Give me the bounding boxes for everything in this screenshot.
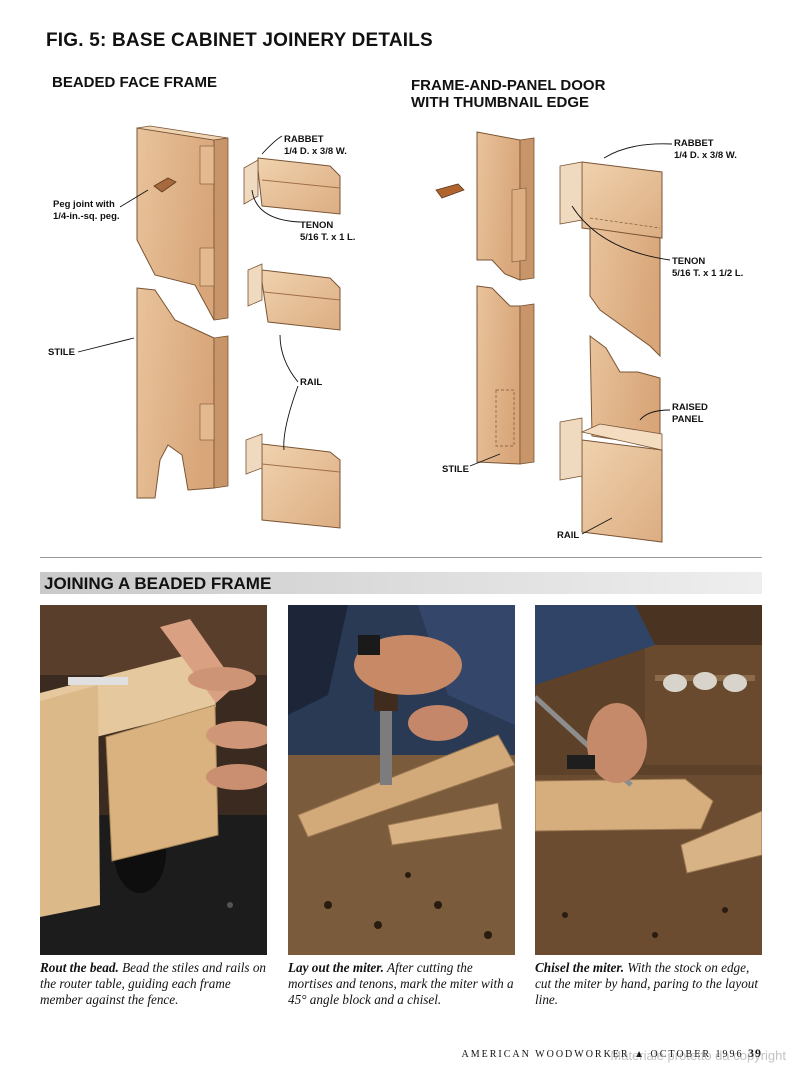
left-rail-bottom — [245, 433, 341, 529]
caption-body: With the stock on edge, cut the miter by… — [535, 960, 759, 1007]
left-peg — [153, 177, 177, 193]
left-rail-middle — [247, 263, 341, 331]
right-stile-lower — [476, 285, 535, 465]
caption-rout-bead: Rout the bead. Bead the stiles and rails… — [40, 960, 272, 1008]
panel-label: PANEL — [672, 414, 704, 425]
caption-body: Bead the stiles and rails on the router … — [40, 960, 267, 1007]
right-raised-panel — [589, 334, 661, 447]
caption-lead: Lay out the miter. — [288, 960, 384, 975]
right-stile-label: STILE — [442, 464, 469, 475]
left-tenon-dim: 5/16 T. x 1 L. — [300, 232, 355, 243]
joinery-diagram: RABBET 1/4 D. x 3/8 W. TENON 5/16 T. x 1… — [48, 125, 743, 543]
right-stile-upper — [476, 131, 535, 281]
page-number: 39 — [748, 1046, 762, 1060]
copyright-watermark: Materiale protetto da copyright — [610, 1048, 786, 1063]
page-footer: AMERICAN WOODWORKER ▲ OCTOBER 1996 39 — [462, 1046, 763, 1061]
right-rail-top — [559, 161, 663, 358]
figure-title: FIG. 5: BASE CABINET JOINERY DETAILS — [46, 30, 433, 51]
left-rail-label: RAIL — [300, 377, 322, 388]
section-divider — [40, 557, 762, 558]
photo-rout-bead — [40, 605, 267, 955]
magazine-name: AMERICAN WOODWORKER — [461, 1049, 630, 1060]
caption-lead: Rout the bead. — [40, 960, 119, 975]
peg-joint-label: Peg joint with — [53, 199, 115, 210]
left-stile-lower — [136, 287, 229, 499]
right-rabbet-label: RABBET — [674, 138, 714, 149]
peg-size-label: 1/4-in.-sq. peg. — [53, 211, 120, 222]
caption-lay-out-miter: Lay out the miter. After cutting the mor… — [288, 960, 520, 1008]
beaded-face-frame-heading: BEADED FACE FRAME — [52, 74, 218, 91]
right-rail-bottom — [559, 417, 663, 543]
photo-lay-out-miter — [288, 605, 515, 955]
right-tenon-label: TENON — [672, 256, 705, 267]
right-tenon-dim: 5/16 T. x 1 1/2 L. — [672, 268, 743, 279]
footer-separator: ▲ — [634, 1049, 646, 1060]
left-stile-upper — [136, 125, 229, 321]
right-rail-label: RAIL — [557, 530, 579, 541]
caption-lead: Chisel the miter. — [535, 960, 625, 975]
photo-chisel-miter — [535, 605, 762, 955]
caption-body: After cutting the mortises and tenons, m… — [288, 960, 514, 1007]
frame-panel-door-heading: FRAME-AND-PANEL DOOR WITH THUMBNAIL EDGE — [411, 77, 606, 111]
left-rail-top — [243, 157, 341, 215]
left-tenon-label: TENON — [300, 220, 333, 231]
issue-date: OCTOBER 1996 — [650, 1049, 744, 1060]
left-rabbet-dim: 1/4 D. x 3/8 W. — [284, 146, 347, 157]
right-peg — [435, 183, 465, 199]
section-title: JOINING A BEADED FRAME — [44, 574, 272, 593]
section-header: JOINING A BEADED FRAME — [40, 572, 762, 594]
left-rabbet-label: RABBET — [284, 134, 324, 145]
caption-chisel-miter: Chisel the miter. With the stock on edge… — [535, 960, 767, 1008]
left-stile-label: STILE — [48, 347, 75, 358]
raised-label: RAISED — [672, 402, 708, 413]
right-rabbet-dim: 1/4 D. x 3/8 W. — [674, 150, 737, 161]
